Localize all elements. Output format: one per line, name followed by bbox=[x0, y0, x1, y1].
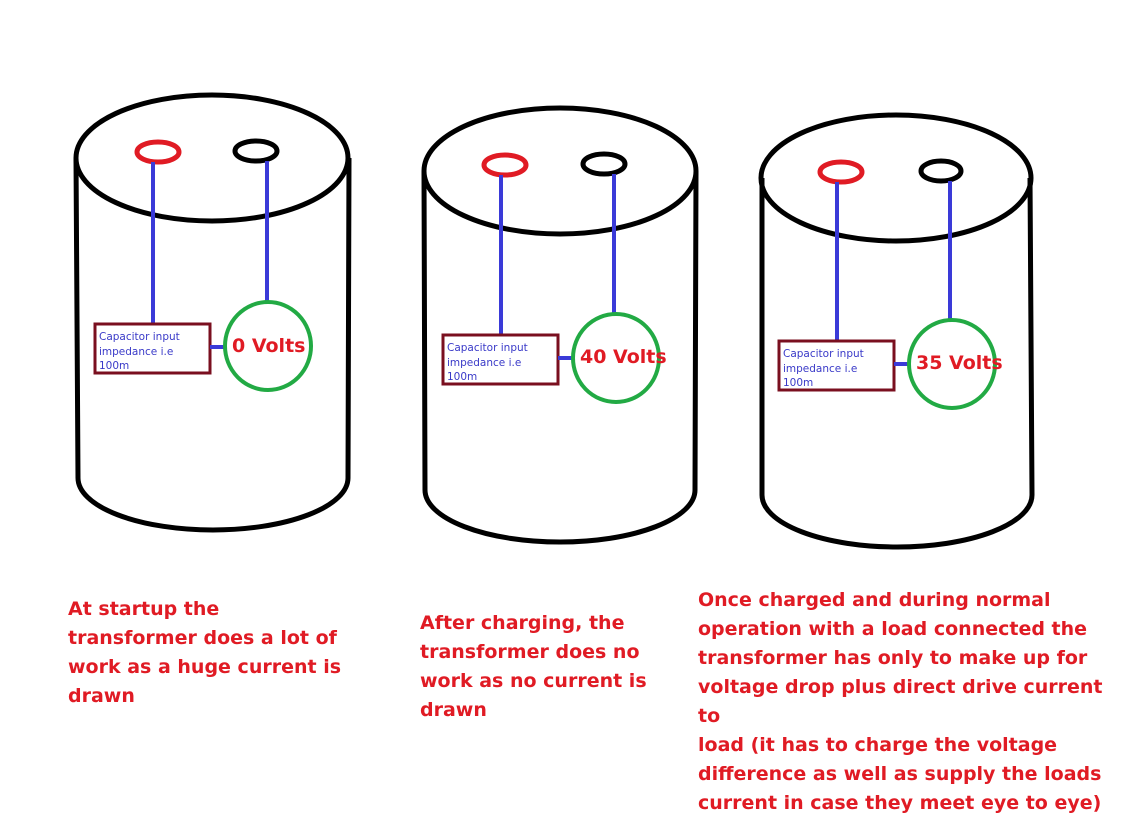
capacitor-3-impedance-box bbox=[777, 339, 896, 392]
capacitor-2-positive-terminal bbox=[481, 152, 529, 178]
capacitor-3-positive-terminal bbox=[817, 159, 865, 185]
caption-after-charging: After charging, the transformer does no … bbox=[420, 612, 647, 721]
caption-startup: At startup the transformer does a lot of… bbox=[68, 598, 342, 707]
capacitor-1-positive-terminal bbox=[134, 139, 182, 165]
capacitor-3-voltmeter bbox=[907, 318, 997, 410]
capacitor-2: Capacitor input impedance i.e 100m 40 Vo… bbox=[421, 105, 699, 545]
capacitor-3-impedance-line-1: Capacitor input bbox=[783, 348, 864, 360]
capacitor-2-voltmeter bbox=[571, 312, 661, 404]
svg-text:Capacitor input impedanc: Capacitor input impedance i.e 100m bbox=[447, 342, 531, 383]
capacitor-2-top bbox=[421, 105, 699, 237]
capacitor-3-negative-terminal bbox=[918, 158, 964, 184]
capacitor-1-impedance-line-3: 100m bbox=[99, 360, 129, 372]
capacitor-1-voltage-label: 0 Volts bbox=[232, 335, 305, 357]
capacitor-2-voltage-label: 40 Volts bbox=[580, 346, 667, 368]
capacitor-1-top bbox=[73, 92, 351, 224]
capacitor-3-top bbox=[758, 112, 1034, 244]
capacitor-2-impedance-line-2: impedance i.e bbox=[447, 357, 521, 369]
capacitor-3: Capacitor input impedance i.e 100m 35 Vo… bbox=[758, 112, 1035, 550]
capacitor-3-impedance-line-3: 100m bbox=[783, 377, 813, 389]
capacitor-3-impedance-line-2: impedance i.e bbox=[783, 363, 857, 375]
capacitor-1-negative-terminal bbox=[232, 138, 280, 164]
capacitor-1-impedance-line-2: impedance i.e bbox=[99, 346, 173, 358]
capacitor-2-impedance-line-3: 100m bbox=[447, 371, 477, 383]
capacitor-2-body bbox=[421, 170, 699, 545]
capacitor-3-body bbox=[759, 177, 1035, 550]
svg-text:Capacitor input impedanc: Capacitor input impedance i.e 100m bbox=[99, 331, 183, 372]
capacitor-2-negative-terminal bbox=[580, 151, 628, 177]
capacitor-1-body bbox=[73, 157, 352, 533]
caption-normal-operation: Once charged and during normal operation… bbox=[698, 589, 1103, 814]
capacitor-1-voltmeter bbox=[223, 300, 313, 392]
capacitor-3-voltage-label: 35 Volts bbox=[916, 352, 1003, 374]
svg-text:Capacitor input impedanc: Capacitor input impedance i.e 100m bbox=[783, 348, 867, 389]
capacitor-1: Capacitor input impedance i.e 100m 0 Vol… bbox=[73, 92, 352, 533]
capacitor-1-impedance-box bbox=[93, 322, 212, 375]
capacitor-2-impedance-line-1: Capacitor input bbox=[447, 342, 528, 354]
capacitor-1-impedance-line-1: Capacitor input bbox=[99, 331, 180, 343]
